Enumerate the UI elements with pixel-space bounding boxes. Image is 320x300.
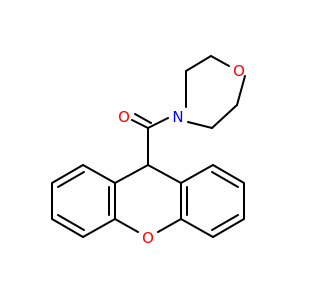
bond-o-ring-c3: [236, 75, 246, 106]
bond-lb-inner-2: [57, 214, 85, 231]
bond-carbonyl-double-1: [131, 119, 149, 129]
bond-rb-2: [212, 164, 245, 184]
bond-rb-inner-1: [211, 171, 239, 188]
morpholine-nitrogen-label: N: [172, 108, 183, 126]
molecule-diagram: O N O O: [51, 55, 246, 247]
morpholine-ring: [185, 55, 246, 129]
bond-carbonyl-double-2: [134, 113, 152, 124]
ketone-oxygen-label: O: [118, 108, 130, 126]
bond-lb-2: [51, 164, 84, 184]
bond-rb-4: [212, 218, 245, 238]
morpholine-oxygen-label: O: [233, 62, 245, 80]
bond-c9-left: [114, 164, 149, 184]
bond-lb-5: [82, 218, 116, 238]
xanthene-oxygen-label: O: [142, 229, 154, 247]
bond-rb-inner-2: [211, 214, 239, 231]
bond-right-to-o: [157, 218, 182, 233]
bond-ring-c2-o: [210, 55, 230, 67]
xanthene-core: [51, 164, 245, 238]
bond-carbonyl-c-n: [147, 117, 169, 129]
bond-ring-c1-c2: [185, 55, 212, 72]
structure-canvas: O N O O: [51, 55, 246, 247]
carbonyl-group: [131, 113, 169, 166]
bond-left-to-o: [114, 218, 139, 233]
bond-rb-5: [180, 218, 214, 238]
bond-rb-1: [180, 164, 214, 184]
bond-ring-c4-n: [187, 121, 213, 129]
bond-lb-inner-1: [57, 171, 85, 188]
bond-c9-right: [147, 164, 182, 184]
bond-lb-4: [51, 218, 84, 238]
bond-ring-c3-c4: [211, 104, 238, 129]
bond-lb-1: [82, 164, 116, 184]
